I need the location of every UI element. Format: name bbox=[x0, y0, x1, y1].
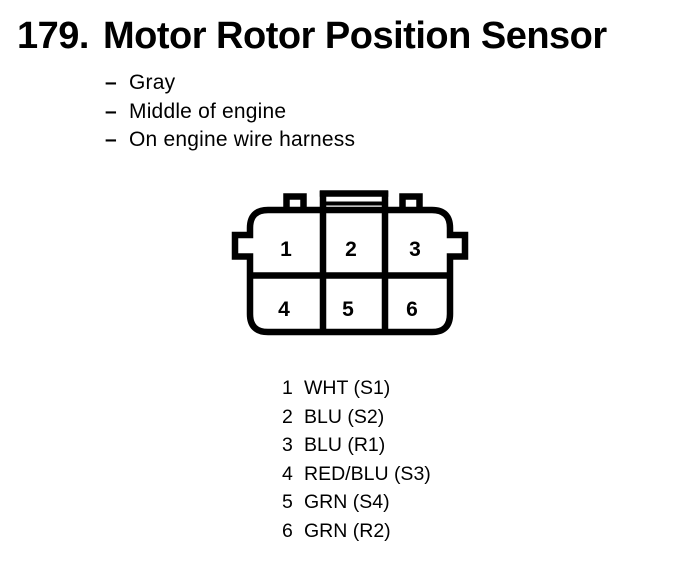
connector-body-outline bbox=[231, 206, 469, 336]
pin-row: 6 GRN (R2) bbox=[282, 517, 431, 546]
pin-row: 2 BLU (S2) bbox=[282, 403, 431, 432]
pin-row: 4 RED/BLU (S3) bbox=[282, 460, 431, 489]
pin-row: 1 WHT (S1) bbox=[282, 374, 431, 403]
item-number: 179. bbox=[17, 15, 89, 57]
pin-cell-number: 1 bbox=[280, 238, 292, 261]
bullet-dash-icon: – bbox=[105, 128, 117, 152]
pin-number: 4 bbox=[282, 462, 293, 485]
detail-text: Middle of engine bbox=[129, 99, 287, 123]
connector-tab-right bbox=[399, 193, 423, 209]
pin-cell-number: 4 bbox=[278, 298, 290, 321]
detail-text: On engine wire harness bbox=[129, 128, 356, 152]
pin-cell-number: 2 bbox=[345, 238, 357, 261]
pin-cell-number: 6 bbox=[406, 298, 418, 321]
connector-diagram: 1 2 3 4 5 6 bbox=[231, 190, 469, 336]
pin-label: BLU (R1) bbox=[304, 434, 386, 457]
pin-label: WHT (S1) bbox=[304, 377, 391, 399]
detail-item-harness: –On engine wire harness bbox=[105, 126, 355, 155]
pin-row: 3 BLU (R1) bbox=[282, 431, 431, 460]
connector-tab-left bbox=[283, 193, 307, 209]
pin-number: 5 bbox=[282, 491, 293, 514]
pin-number: 2 bbox=[282, 405, 293, 428]
pin-number: 6 bbox=[282, 519, 293, 542]
pin-cell-number: 5 bbox=[342, 298, 354, 321]
pin-cell-number: 3 bbox=[409, 238, 421, 261]
detail-item-location: –Middle of engine bbox=[105, 98, 355, 127]
detail-list: –Gray –Middle of engine –On engine wire … bbox=[105, 69, 355, 155]
bullet-dash-icon: – bbox=[105, 99, 117, 123]
bullet-dash-icon: – bbox=[105, 71, 117, 94]
detail-item-color: –Gray bbox=[105, 69, 355, 98]
detail-text: Gray bbox=[129, 71, 176, 94]
pin-number: 3 bbox=[282, 434, 293, 457]
pin-label: GRN (S4) bbox=[304, 491, 390, 514]
page-title: 179. Motor Rotor Position Sensor bbox=[17, 15, 607, 58]
pin-label: RED/BLU (S3) bbox=[304, 462, 431, 485]
pin-row: 5 GRN (S4) bbox=[282, 488, 431, 517]
title-text: Motor Rotor Position Sensor bbox=[102, 15, 607, 57]
pin-label: BLU (S2) bbox=[304, 405, 385, 428]
pin-legend: 1 WHT (S1) 2 BLU (S2) 3 BLU (R1) 4 RED/BLU (… bbox=[282, 374, 431, 546]
pin-label: GRN (R2) bbox=[304, 519, 391, 542]
pin-number: 1 bbox=[282, 377, 293, 399]
